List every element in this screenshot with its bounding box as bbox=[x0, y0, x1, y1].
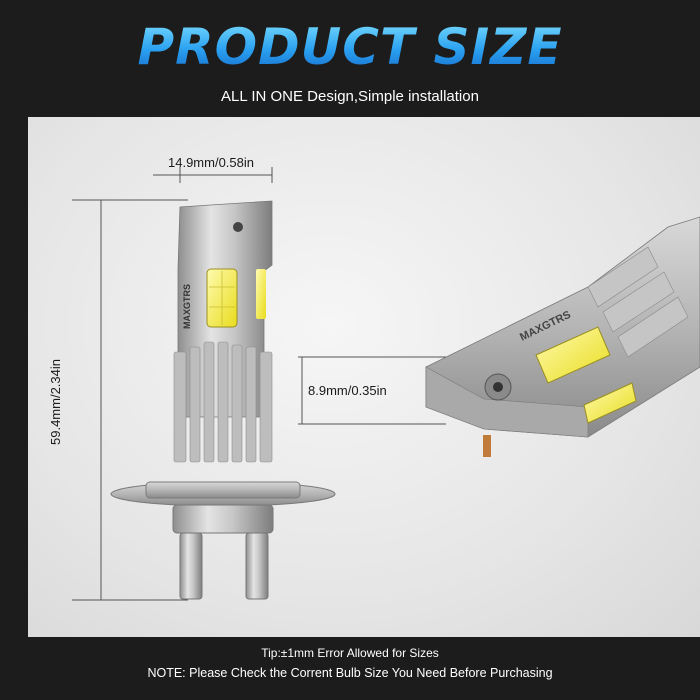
page-title: PRODUCT SIZE bbox=[0, 18, 700, 76]
bulb-brand-text: MAXGTRS bbox=[182, 284, 192, 329]
depth-dimension-line bbox=[298, 356, 446, 425]
width-dimension-label: 14.9mm/0.58in bbox=[168, 155, 254, 170]
product-panel: MAXGTRS bbox=[28, 117, 700, 637]
bulb-front-view: MAXGTRS bbox=[110, 200, 336, 600]
note-text: NOTE: Please Check the Corrent Bulb Size… bbox=[147, 666, 553, 680]
depth-dimension-label: 8.9mm/0.35in bbox=[308, 383, 387, 398]
height-dimension-line bbox=[72, 199, 188, 601]
tip-text: Tip:±1mm Error Allowed for Sizes bbox=[261, 646, 439, 660]
bulb-side-view: MAXGTRS bbox=[425, 216, 700, 457]
width-dimension-line bbox=[153, 167, 273, 183]
product-illustration: MAXGTRS bbox=[72, 167, 700, 601]
height-dimension-label: 59.4mm/2.34in bbox=[48, 359, 63, 445]
page-subtitle: ALL IN ONE Design,Simple installation bbox=[221, 88, 479, 105]
